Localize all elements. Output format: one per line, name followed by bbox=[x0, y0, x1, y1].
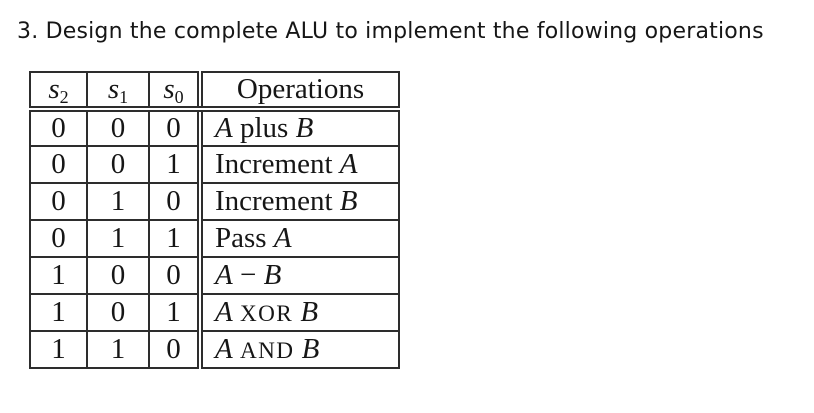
col-header-s2: s2 bbox=[29, 71, 88, 112]
bit-cell-s0: 0 bbox=[148, 330, 201, 369]
operation-text: plus bbox=[232, 112, 296, 144]
bit-cell-s0: 1 bbox=[148, 219, 201, 258]
operand-variable: B bbox=[295, 112, 314, 144]
bit-cell-s1: 0 bbox=[86, 293, 150, 332]
bit-cell-s1: 0 bbox=[86, 108, 150, 147]
operand-variable: A bbox=[273, 222, 292, 254]
operand-variable: B bbox=[263, 259, 282, 291]
col-header-s1: s1 bbox=[86, 71, 150, 112]
operand-variable: A bbox=[339, 148, 358, 180]
bit-cell-s0: 0 bbox=[148, 256, 201, 295]
operation-text: − bbox=[232, 259, 264, 291]
operation-cell: Increment A bbox=[197, 145, 400, 184]
bit-cell-s1: 1 bbox=[86, 182, 150, 221]
operation-text: Increment bbox=[215, 185, 340, 217]
col-header-operations: Operations bbox=[197, 71, 400, 112]
operand-variable: B bbox=[301, 333, 320, 365]
bit-cell-s0: 1 bbox=[148, 145, 201, 184]
operand-variable: A bbox=[215, 259, 233, 291]
operand-variable: A bbox=[215, 296, 233, 328]
operation-text: Pass bbox=[215, 222, 274, 254]
bit-cell-s2: 0 bbox=[29, 219, 88, 258]
bit-cell-s1: 1 bbox=[86, 219, 150, 258]
bit-cell-s2: 0 bbox=[29, 182, 88, 221]
operation-cell: A − B bbox=[197, 256, 400, 295]
bit-cell-s2: 0 bbox=[29, 108, 88, 147]
operation-text bbox=[233, 333, 240, 365]
page-title: 3. Design the complete ALU to implement … bbox=[17, 19, 764, 44]
operation-cell: A plus B bbox=[197, 108, 400, 147]
operation-text: Increment bbox=[215, 148, 340, 180]
bit-cell-s2: 1 bbox=[29, 256, 88, 295]
operand-variable: B bbox=[339, 185, 358, 217]
col-header-s0: s0 bbox=[148, 71, 201, 112]
operation-text: AND bbox=[239, 338, 295, 364]
bit-cell-s1: 1 bbox=[86, 330, 150, 369]
bit-cell-s0: 1 bbox=[148, 293, 201, 332]
bit-cell-s2: 1 bbox=[29, 293, 88, 332]
operation-cell: A XOR B bbox=[197, 293, 400, 332]
operation-text bbox=[294, 333, 301, 365]
operation-text bbox=[233, 296, 240, 328]
bit-cell-s1: 0 bbox=[86, 145, 150, 184]
operation-cell: Increment B bbox=[197, 182, 400, 221]
operand-variable: A bbox=[215, 333, 233, 365]
bit-cell-s0: 0 bbox=[148, 108, 201, 147]
bit-cell-s1: 0 bbox=[86, 256, 150, 295]
bit-cell-s0: 0 bbox=[148, 182, 201, 221]
bit-cell-s2: 1 bbox=[29, 330, 88, 369]
operand-variable: B bbox=[300, 296, 319, 328]
operation-text: XOR bbox=[239, 301, 294, 327]
operation-cell: Pass A bbox=[197, 219, 400, 258]
operation-cell: A AND B bbox=[197, 330, 400, 369]
operand-variable: A bbox=[215, 112, 233, 144]
bit-cell-s2: 0 bbox=[29, 145, 88, 184]
